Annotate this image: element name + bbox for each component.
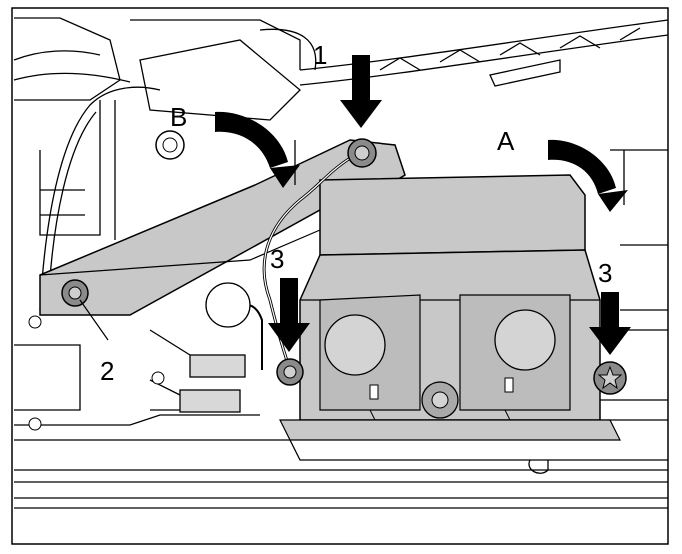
callout-b: B	[170, 102, 187, 132]
callout-a: A	[497, 126, 515, 156]
callout-3-left: 3	[270, 244, 284, 274]
arrow-1-icon	[340, 55, 382, 128]
component-a	[279, 174, 621, 441]
leader-line-2	[79, 299, 109, 341]
bolt-2	[61, 279, 89, 307]
bolt-top-left	[155, 130, 185, 160]
arrow-3-right-icon	[589, 292, 631, 355]
rotate-arrow-b-icon	[215, 111, 300, 188]
bolt-1	[347, 138, 377, 168]
bolt-3-left	[276, 358, 304, 386]
callout-3-right: 3	[598, 258, 612, 288]
callout-2: 2	[100, 356, 114, 386]
background-linework	[13, 17, 669, 509]
bolt-3-right	[593, 361, 627, 395]
rotate-arrow-a-icon	[548, 139, 628, 212]
callout-1: 1	[313, 40, 327, 70]
connectors	[149, 329, 246, 413]
arrow-3-left-icon	[268, 278, 310, 352]
